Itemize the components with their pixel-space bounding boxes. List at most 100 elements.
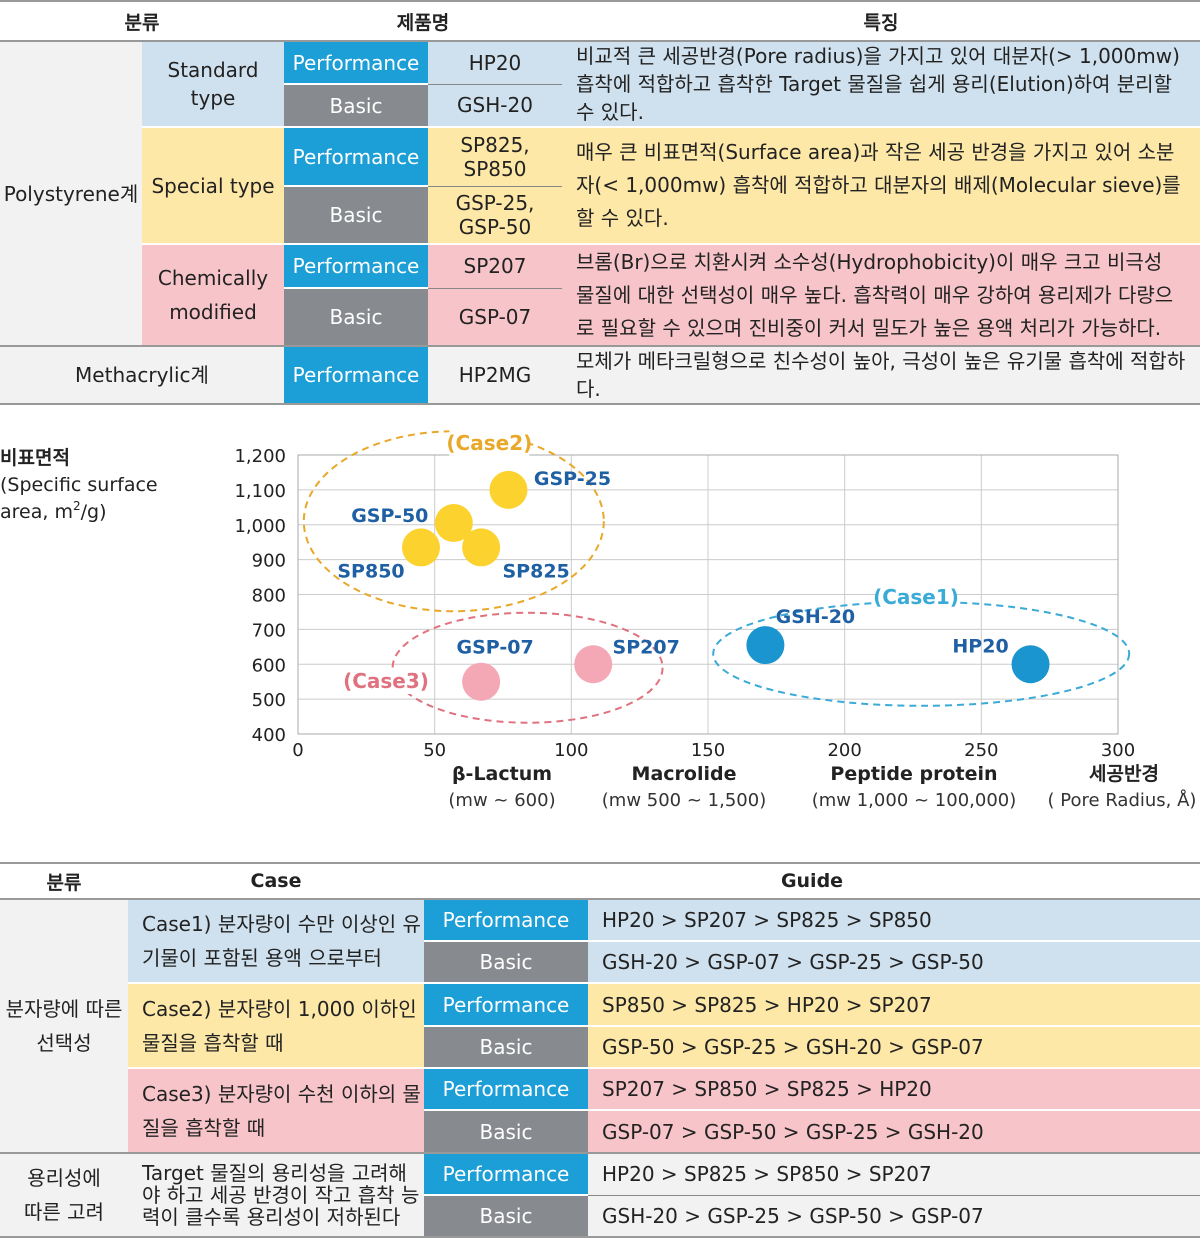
point-label: GSH-20 — [776, 606, 856, 628]
grade-badge-performance: Performance — [424, 1153, 588, 1196]
type-modified-label: modified — [169, 300, 257, 324]
point-label: SP825 — [502, 560, 569, 582]
data-point — [462, 528, 501, 567]
grade-badge-performance: Performance — [424, 899, 588, 942]
y-tick-label: 500 — [252, 690, 286, 711]
grade-badge-basic: Basic — [284, 186, 428, 245]
group-polystyrene: Polystyrene계 — [0, 41, 142, 347]
product-gsp-25: GSP-25, — [455, 190, 535, 215]
product-sp850: SP850 — [463, 156, 527, 181]
header-category: 분류 — [0, 0, 284, 42]
case4-line2: 야 하고 세공 반경이 작고 흡착 능 — [142, 1183, 420, 1207]
table-row: Basic GSP-07 > GSP-50 > GSP-25 > GSH-20 — [0, 1110, 1200, 1154]
case3-label-bg — [344, 668, 428, 694]
table-row: Methacrylic계 Performance HP2MG 모체가 메타크릴형… — [0, 346, 1200, 405]
case3-ellipse — [391, 611, 664, 724]
feature-standard: 비교적 큰 세공반경(Pore radius)을 가지고 있어 대분자(> 1,… — [562, 41, 1200, 128]
table-row: Basic GSH-20 — [0, 84, 1200, 128]
group-el-line1: 용리성에 — [27, 1166, 101, 1190]
group-mw-line2: 선택성 — [36, 1031, 92, 1055]
data-point — [574, 645, 613, 684]
header-category: 분류 — [0, 862, 128, 900]
guide-case3-basic: GSP-07 > GSP-50 > GSP-25 > GSH-20 — [588, 1110, 1200, 1154]
case2-line1: Case2) 분자량이 1,000 이하인 — [142, 996, 417, 1021]
grade-badge-performance: Performance — [284, 127, 428, 187]
product-gsp-07: GSP-07 — [428, 288, 563, 347]
x-category-name: Peptide protein — [830, 763, 997, 785]
grade-badge-basic: Basic — [424, 1026, 588, 1069]
guide-case1-performance: HP20 > SP207 > SP825 > SP850 — [588, 899, 1200, 942]
point-label: SP207 — [613, 636, 680, 658]
x-category-range: (mw ~ 600) — [448, 790, 555, 811]
grade-badge-performance: Performance — [284, 346, 428, 405]
y-unit-sup: 2 — [73, 499, 81, 513]
data-point — [746, 626, 785, 665]
y-tick-label: 1,200 — [234, 446, 286, 467]
y-tick-label: 800 — [252, 586, 286, 607]
grade-badge-performance: Performance — [284, 244, 428, 289]
case3-line1: Case3) 분자량이 수천 이하의 물 — [142, 1081, 421, 1106]
grade-badge-performance: Performance — [424, 983, 588, 1027]
case2-line2: 물질을 흡착할 때 — [142, 1030, 284, 1055]
feature-chemical: 브롬(Br)으로 치환시켜 소수성(Hydrophobicity)이 매우 크고… — [562, 244, 1200, 347]
header-guide: Guide — [424, 862, 1200, 900]
x-tick-label: 300 — [1101, 740, 1135, 761]
x-category-range: (mw 1,000 ~ 100,000) — [812, 790, 1017, 811]
guide-case2-basic: GSP-50 > GSP-25 > GSH-20 > GSP-07 — [588, 1026, 1200, 1069]
case3-line2: 질을 흡착할 때 — [142, 1115, 266, 1140]
product-table-header: 분류 제품명 특징 — [0, 0, 1200, 42]
product-sp207: SP207 — [428, 244, 563, 289]
point-label: GSP-07 — [457, 637, 534, 659]
x-axis-subtitle: ( Pore Radius, Å) — [1048, 789, 1197, 811]
header-case: Case — [128, 862, 424, 900]
case1-ellipse — [712, 600, 1131, 707]
x-tick-label: 250 — [964, 740, 998, 761]
case1-line1: Case1) 분자량이 수만 이상인 유 — [142, 912, 421, 936]
y-axis-subtitle: (Specific surface — [0, 474, 158, 496]
header-features: 특징 — [562, 0, 1200, 42]
data-point — [402, 528, 440, 567]
type-chemically-label: Chemically — [157, 266, 269, 290]
type-chemically-modified: Chemically modified — [142, 244, 284, 347]
grade-badge-performance: Performance — [284, 41, 428, 85]
group-methacrylic: Methacrylic계 — [0, 346, 284, 405]
case-ellipses — [302, 430, 1131, 724]
x-tick-label: 150 — [691, 740, 725, 761]
y-tick-label: 600 — [252, 655, 286, 676]
point-label: GSP-50 — [351, 505, 428, 527]
data-point — [434, 504, 473, 543]
guide-case4-performance: HP20 > SP825 > SP850 > SP207 — [588, 1153, 1200, 1196]
grade-badge-basic: Basic — [424, 1195, 588, 1238]
point-label: GSP-25 — [534, 468, 611, 490]
table-row: Basic GSH-20 > GSP-07 > GSP-25 > GSP-50 — [0, 941, 1200, 984]
feature-special: 매우 큰 비표면적(Surface area)과 작은 세공 반경을 가지고 있… — [562, 127, 1200, 245]
product-hp20: HP20 — [428, 41, 563, 85]
x-tick-label: 0 — [292, 740, 303, 761]
x-category-name: Macrolide — [632, 763, 737, 785]
guide-case4-basic: GSH-20 > GSP-25 > GSP-50 > GSP-07 — [588, 1195, 1200, 1238]
product-hp2mg: HP2MG — [428, 346, 563, 405]
grade-badge-basic: Basic — [424, 1110, 588, 1154]
point-label: HP20 — [952, 635, 1008, 657]
guide-case2-performance: SP850 > SP825 > HP20 > SP207 — [588, 983, 1200, 1027]
x-category-name: β-Lactum — [452, 763, 552, 785]
case1-label: (Case1) — [873, 585, 959, 609]
case3-label: (Case3) — [343, 669, 429, 693]
grade-badge-basic: Basic — [284, 288, 428, 347]
y-axis-unit: area, m2/g) — [0, 499, 106, 523]
table-row: Basic GSH-20 > GSP-25 > GSP-50 > GSP-07 — [0, 1195, 1200, 1238]
guide-case1-basic: GSH-20 > GSP-07 > GSP-25 > GSP-50 — [588, 941, 1200, 984]
product-gsp-50: GSP-50 — [458, 214, 532, 239]
y-tick-label: 1,100 — [234, 481, 286, 502]
